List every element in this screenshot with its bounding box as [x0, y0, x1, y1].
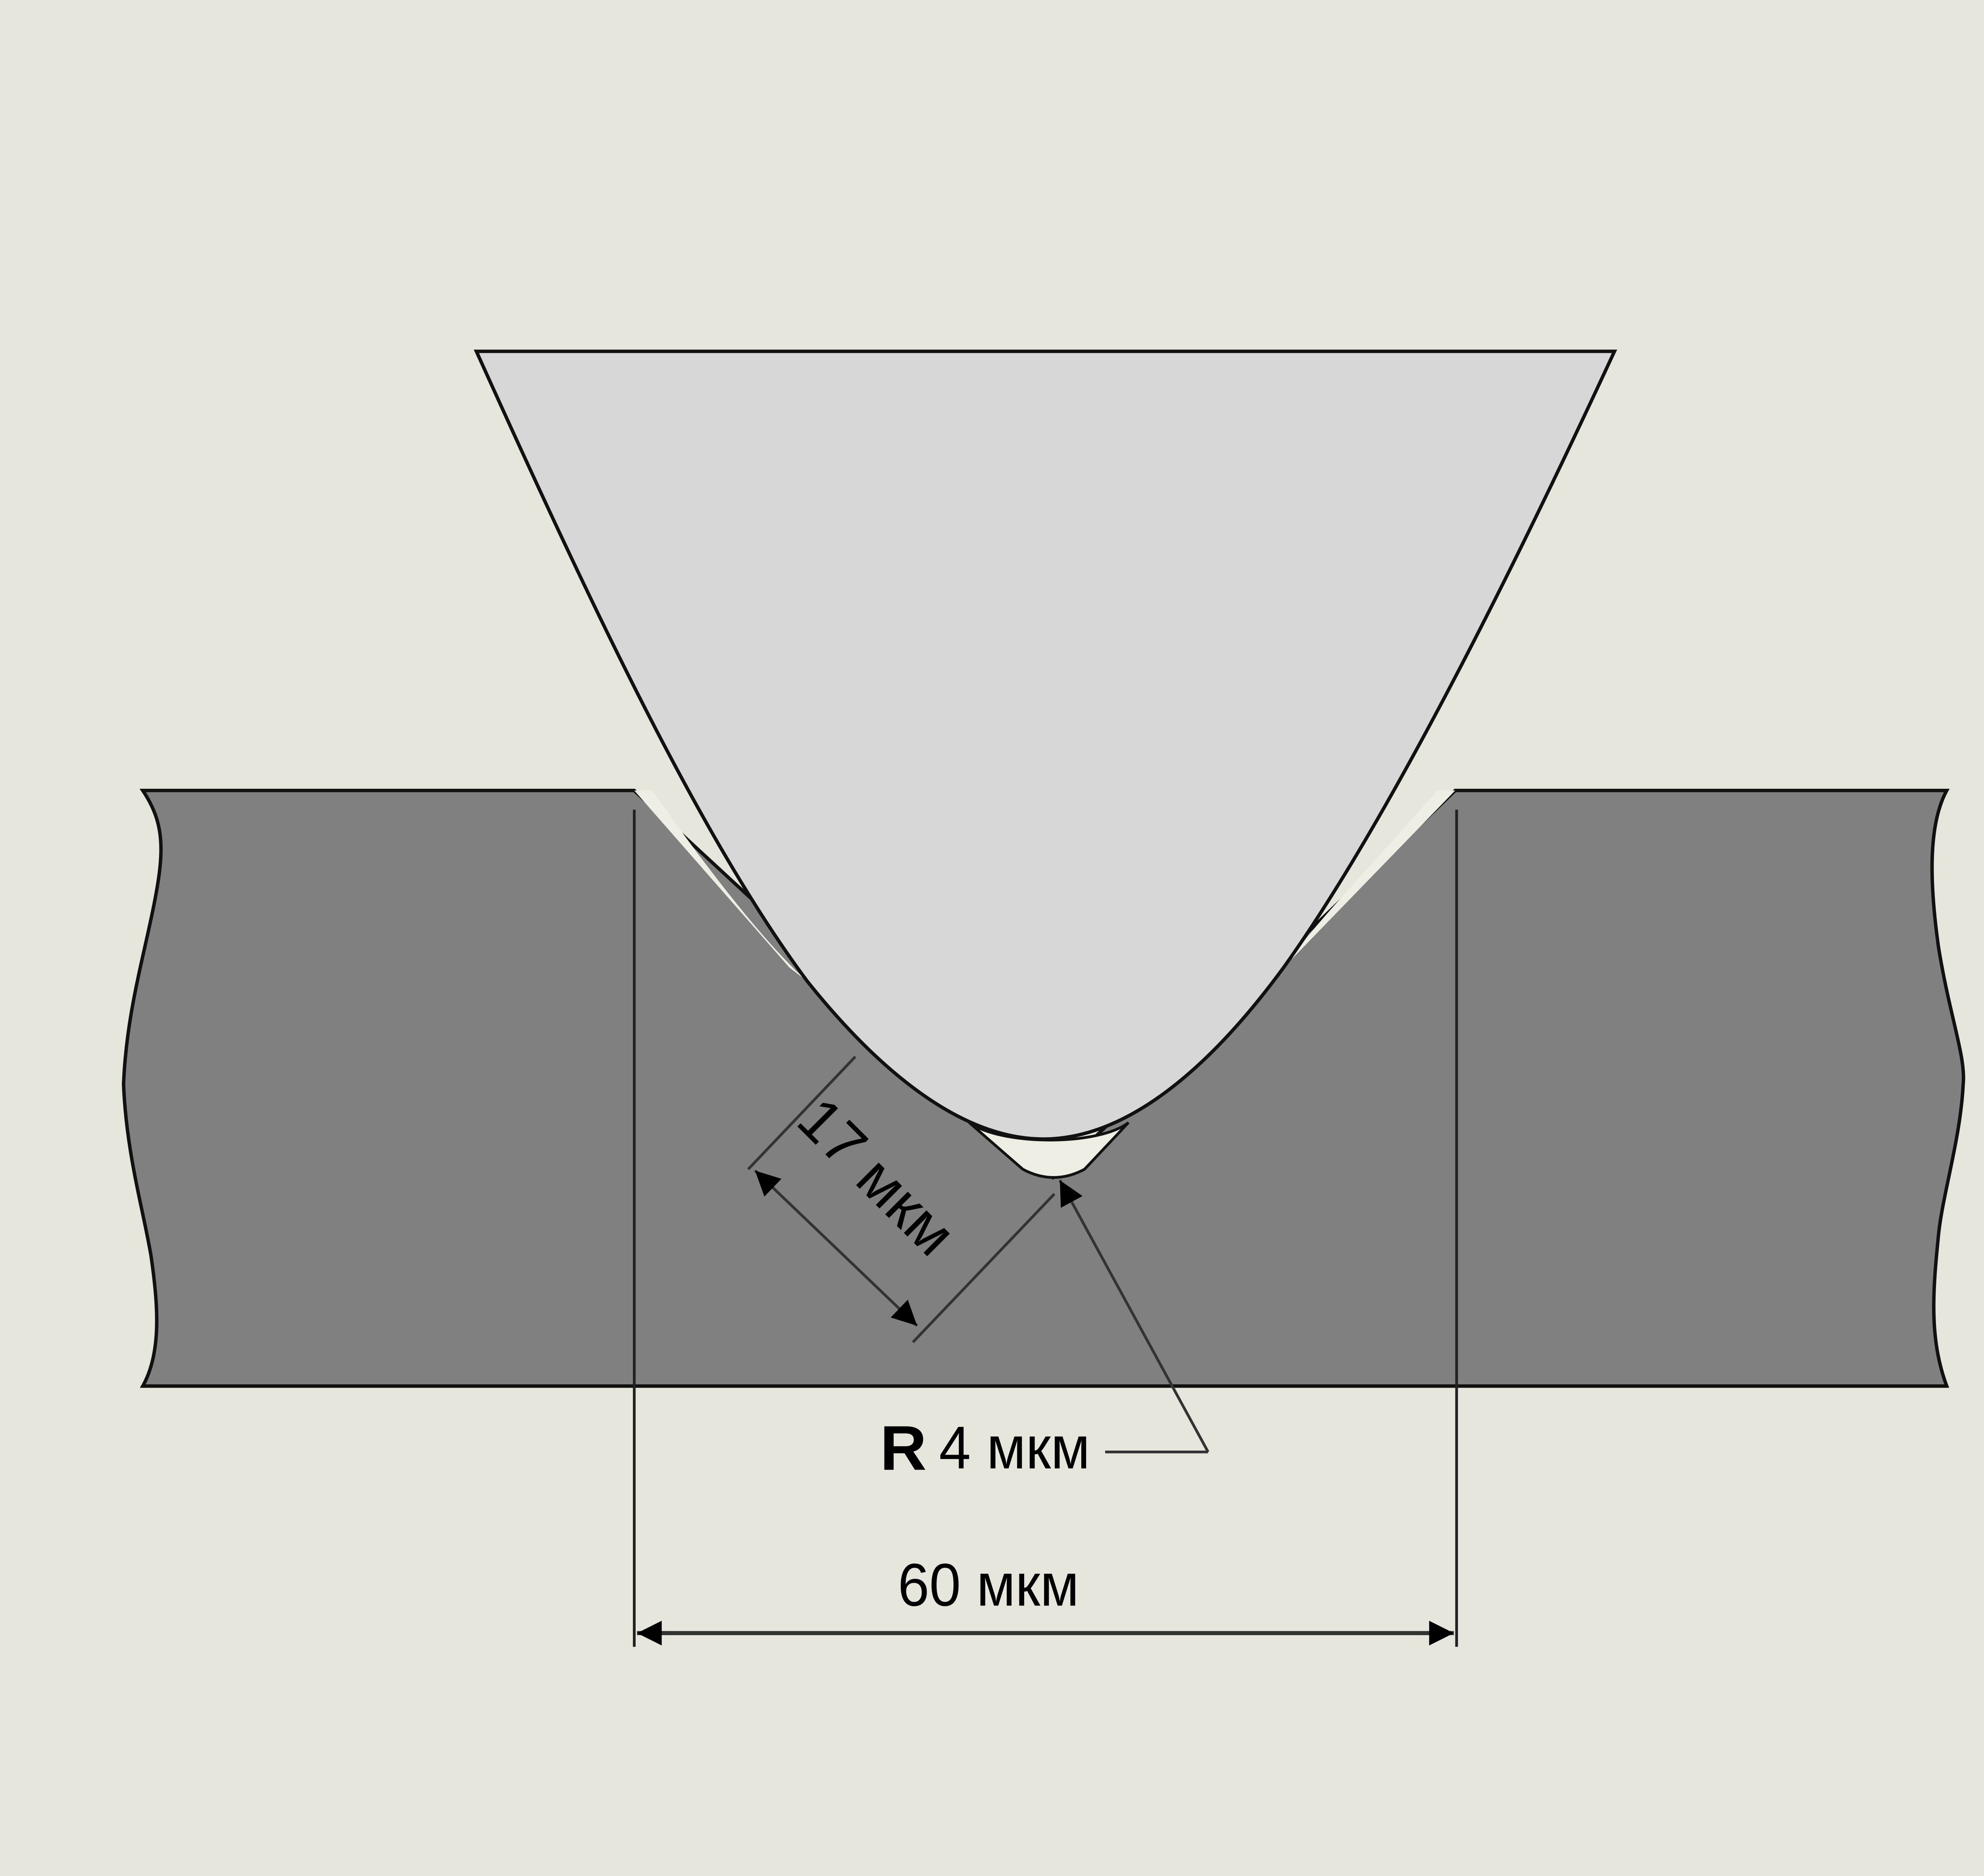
depth-dimension-line: [754, 1169, 918, 1327]
radius-prefix: R: [880, 1413, 927, 1483]
depth-extension-lower: [912, 1193, 1055, 1343]
width-dimension-label: 60 мкм: [898, 1551, 1079, 1619]
contact-gap-left: [634, 790, 807, 981]
radius-leader-diagonal: [1058, 1179, 1209, 1453]
depth-extension-upper: [747, 1055, 856, 1171]
specimen-block: [122, 788, 1965, 1388]
radius-value: 4 мкм: [939, 1414, 1090, 1482]
contact-gap-right: [1283, 790, 1455, 968]
indenter: [473, 350, 1617, 1141]
